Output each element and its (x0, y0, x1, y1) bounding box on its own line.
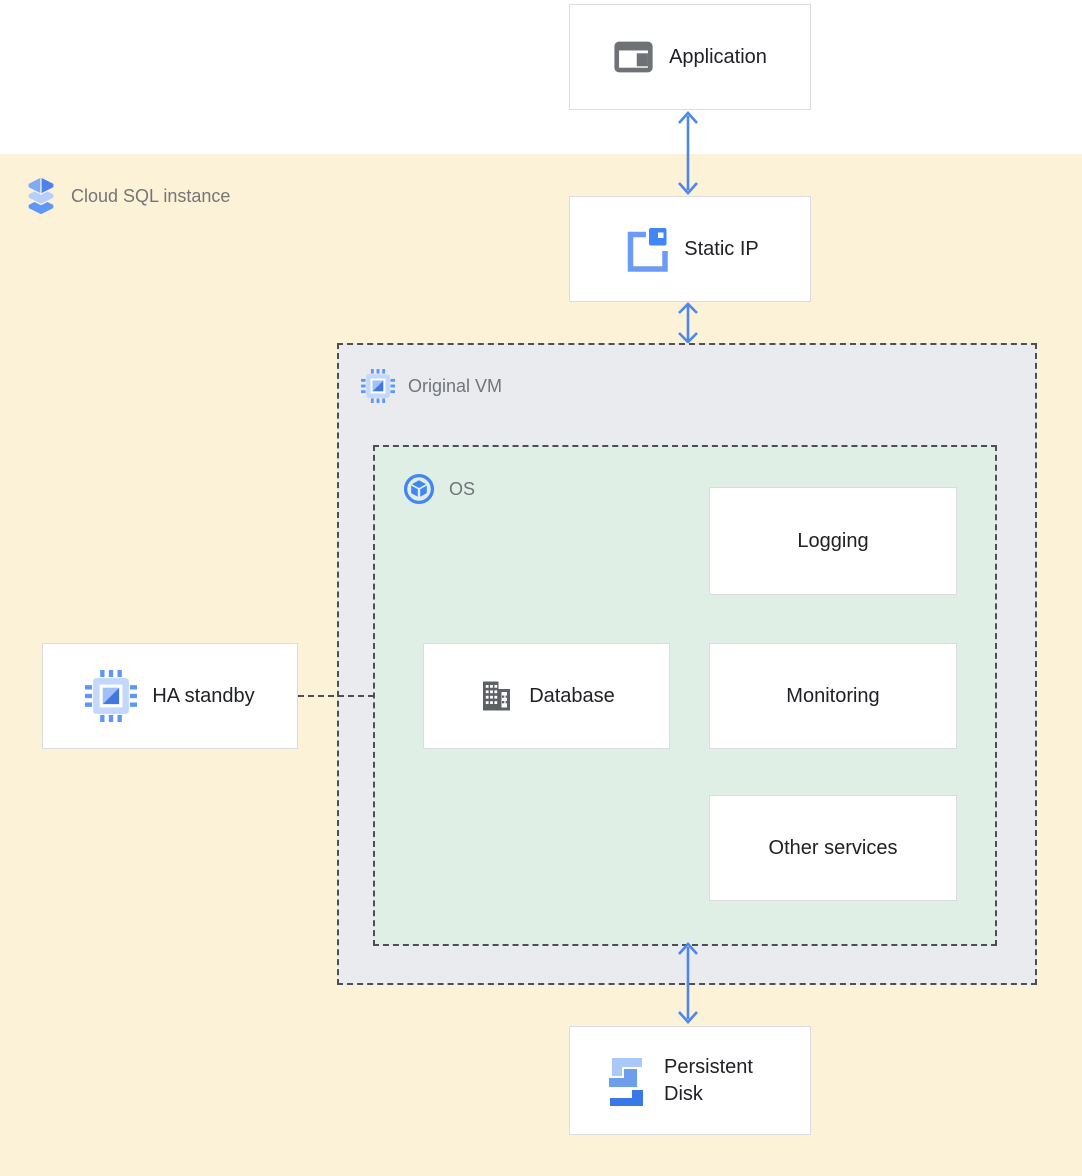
container-original-vm: Original VM OS Logging (337, 343, 1037, 985)
vm-chip-icon (85, 670, 138, 722)
application-icon (613, 40, 654, 74)
os-label: OS (402, 472, 475, 506)
static-ip-icon (621, 225, 669, 273)
node-other-services: Other services (709, 795, 957, 901)
persistent-disk-icon (604, 1055, 646, 1107)
arrow-os-persistentdisk (678, 942, 698, 1024)
cloud-sql-icon (25, 177, 57, 215)
link-hastandby-os (298, 695, 374, 697)
node-label: Logging (797, 529, 869, 552)
arrow-application-staticip (678, 111, 698, 195)
node-label: Other services (768, 836, 898, 859)
vm-chip-icon (361, 369, 395, 403)
node-label: Persistent Disk (664, 1055, 753, 1105)
container-label-text: Original VM (408, 375, 503, 396)
node-label: Static IP (684, 237, 759, 260)
node-persistent-disk: Persistent Disk (569, 1026, 811, 1135)
os-icon (402, 472, 436, 506)
node-logging: Logging (709, 487, 957, 595)
node-application: Application (569, 4, 811, 110)
node-label: Database (529, 684, 615, 707)
node-label: Application (669, 45, 767, 68)
arrow-staticip-vm (678, 302, 698, 344)
cloud-sql-instance-label: Cloud SQL instance (25, 177, 230, 215)
node-label: HA standby (152, 684, 255, 707)
container-label-text: OS (449, 478, 476, 499)
original-vm-label: Original VM (361, 369, 502, 403)
node-static-ip: Static IP (569, 196, 811, 302)
node-database: Database (423, 643, 670, 749)
node-monitoring: Monitoring (709, 643, 957, 749)
node-label: Monitoring (786, 684, 880, 707)
cloud-sql-instance-text: Cloud SQL instance (71, 185, 231, 206)
node-ha-standby: HA standby (42, 643, 298, 749)
container-os: OS Logging (373, 445, 997, 946)
database-icon (478, 678, 514, 714)
